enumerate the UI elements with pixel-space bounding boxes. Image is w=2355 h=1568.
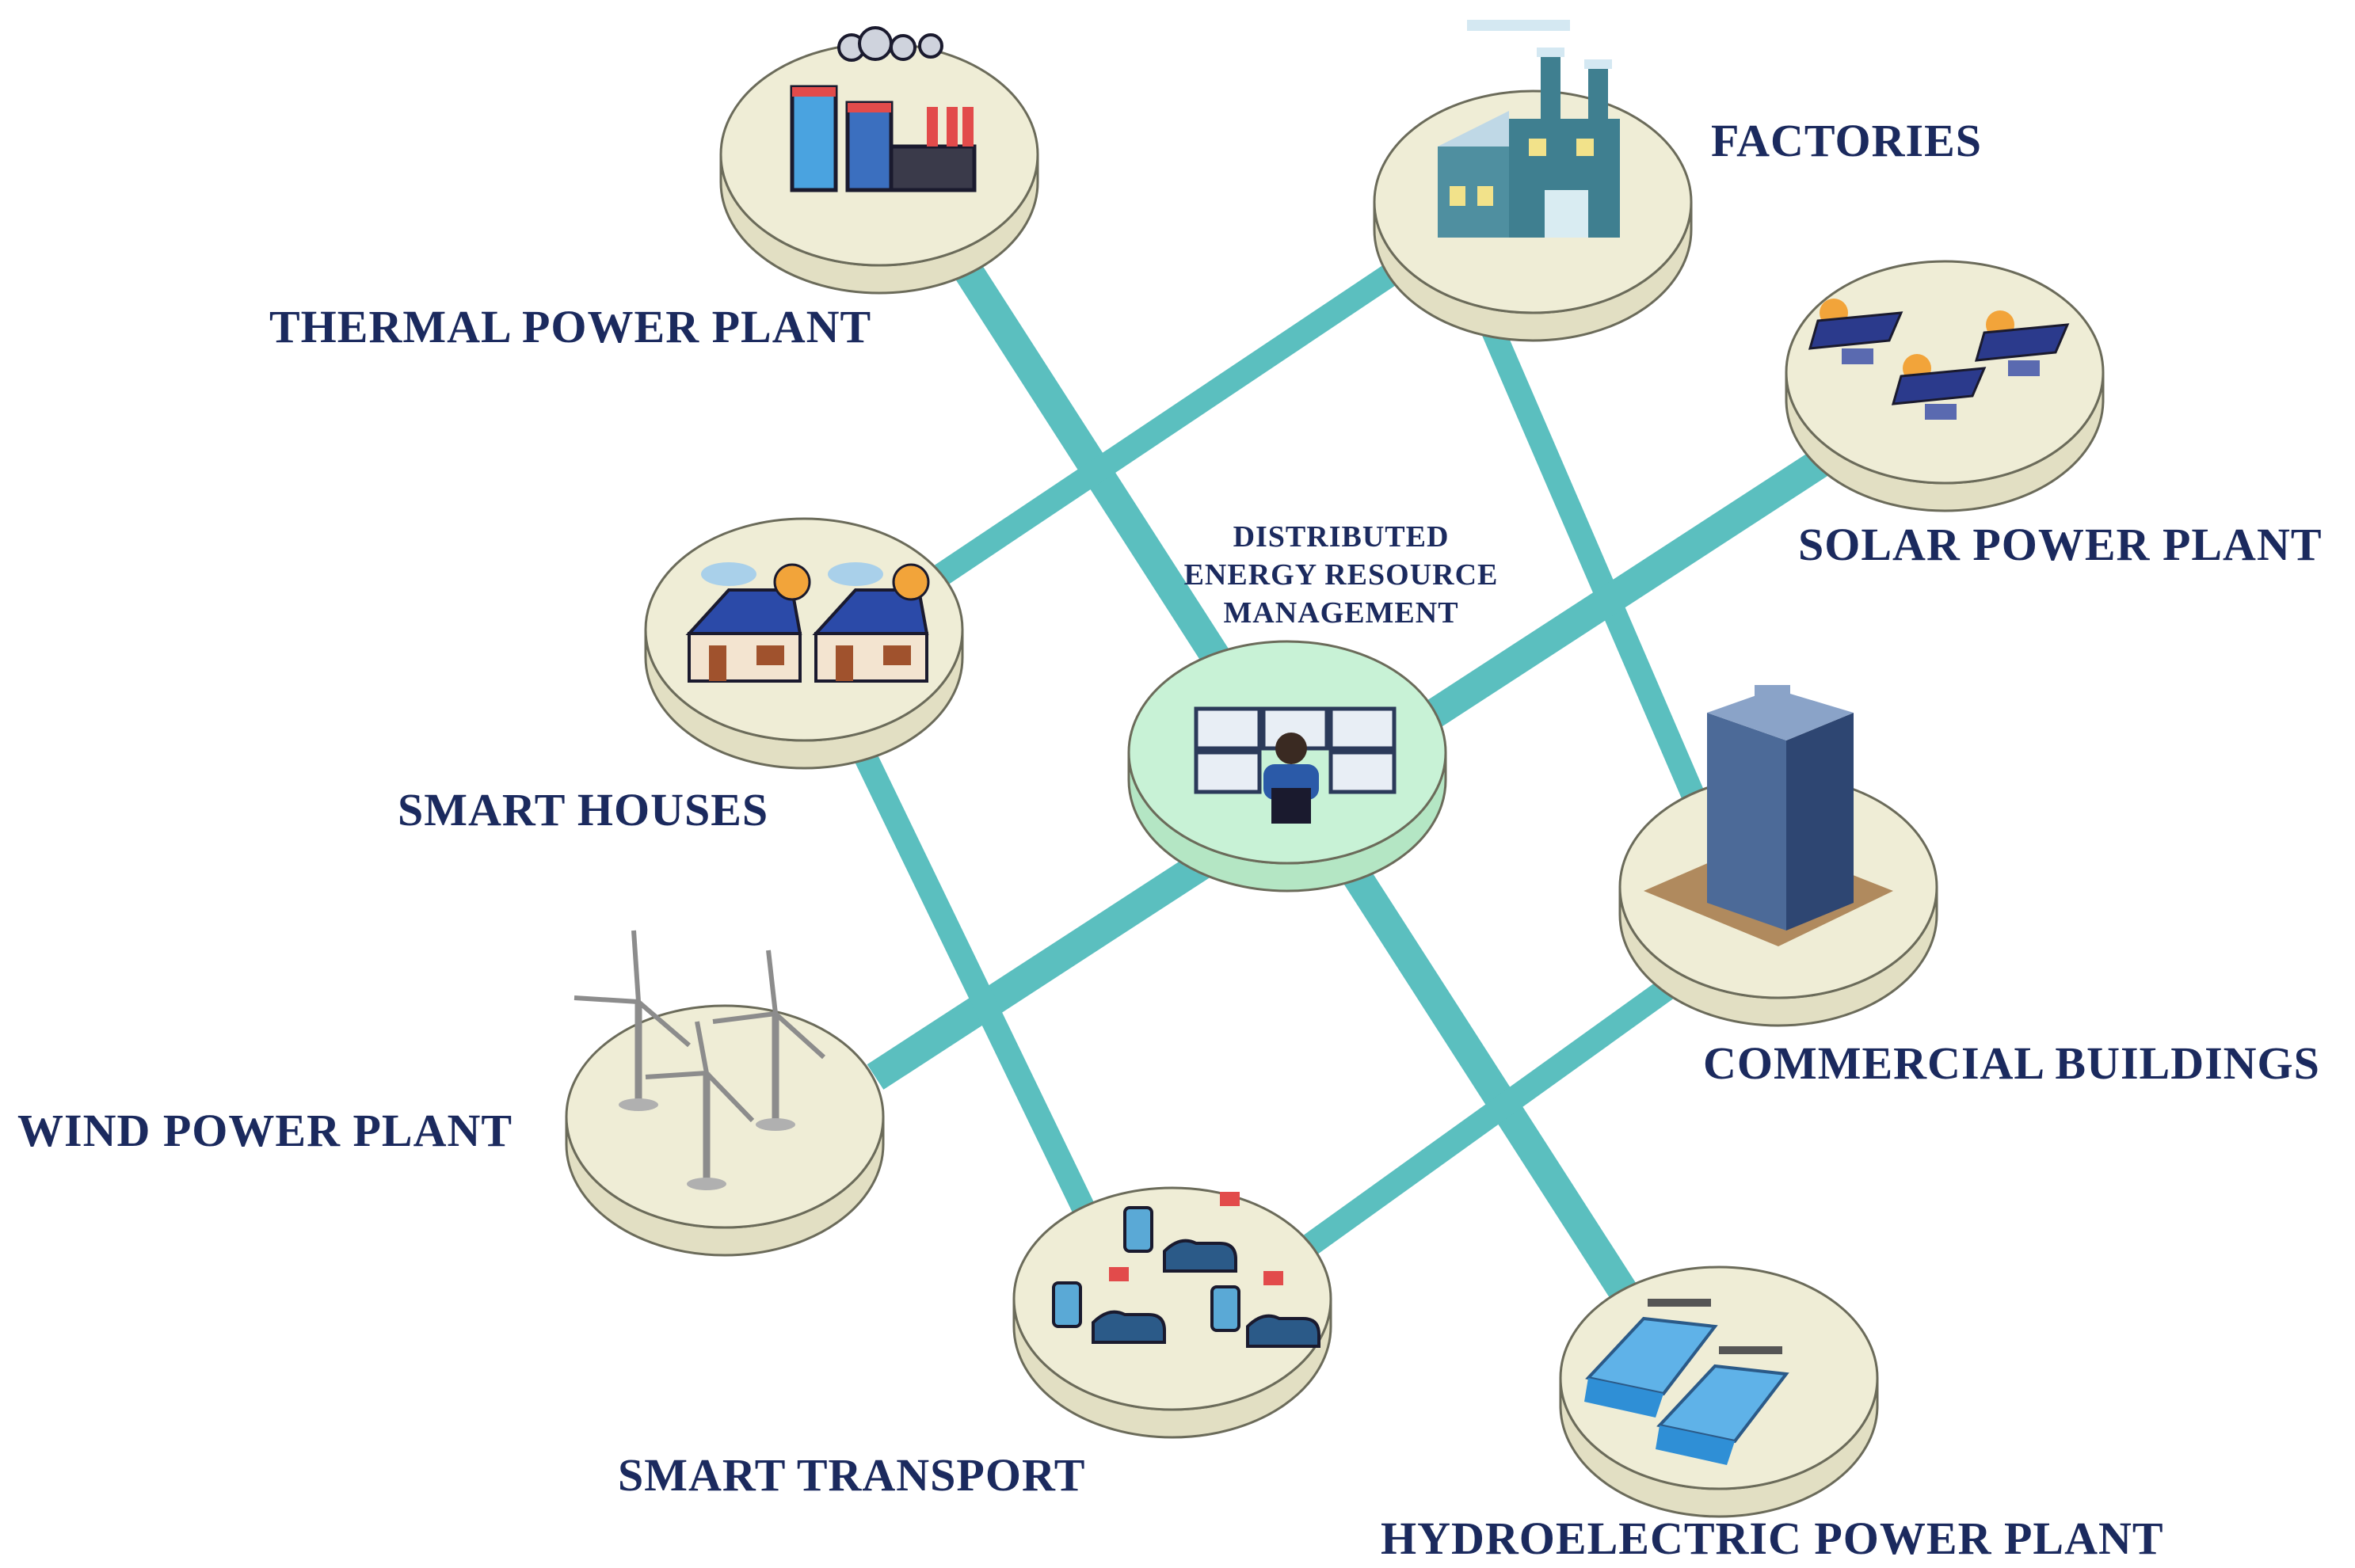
label-factories: FACTORIES bbox=[1711, 115, 1982, 166]
node-solar bbox=[1785, 260, 2105, 512]
label-wind: WIND POWER PLANT bbox=[17, 1105, 513, 1156]
control-room-operator-icon bbox=[1194, 706, 1397, 824]
center-label-line-3: MANAGEMENT bbox=[1223, 596, 1458, 630]
link-commercial-transport bbox=[1300, 964, 1694, 1258]
center-label-line-1: DISTRIBUTED bbox=[1233, 520, 1450, 554]
office-tower-icon bbox=[1644, 685, 1893, 946]
node-hydro bbox=[1559, 1265, 1879, 1518]
hydro-dam-icon bbox=[1584, 1299, 1789, 1465]
label-solar: SOLAR POWER PLANT bbox=[1798, 519, 2323, 570]
link-houses-transport bbox=[848, 739, 1096, 1217]
factory-icon bbox=[1438, 20, 1620, 238]
label-commercial: COMMERCIAL BUILDINGS bbox=[1703, 1037, 2320, 1089]
label-hydro: HYDROELECTRIC POWER PLANT bbox=[1381, 1513, 2164, 1564]
wind-turbine-icon bbox=[574, 930, 826, 1190]
smart-house-icon bbox=[685, 562, 930, 683]
label-transport: SMART TRANSPORT bbox=[618, 1449, 1086, 1501]
solar-panel-icon bbox=[1808, 299, 2070, 420]
node-houses bbox=[644, 517, 964, 770]
node-factories bbox=[1373, 20, 1693, 342]
node-labels: THERMAL POWER PLANT FACTORIES SOLAR POWE… bbox=[17, 115, 2323, 1564]
label-houses: SMART HOUSES bbox=[398, 784, 768, 835]
link-factories-houses bbox=[912, 251, 1417, 600]
ev-charging-icon bbox=[1052, 1192, 1320, 1348]
link-factories-commercial bbox=[1474, 308, 1706, 805]
node-transport bbox=[1012, 1186, 1332, 1439]
node-thermal bbox=[719, 26, 1039, 295]
center-label-line-2: ENERGY RESOURCE bbox=[1184, 558, 1499, 592]
node-center-derms bbox=[1127, 640, 1447, 892]
node-wind bbox=[565, 930, 885, 1257]
label-thermal: THERMAL POWER PLANT bbox=[269, 301, 871, 352]
thermal-plant-icon bbox=[790, 26, 977, 192]
node-commercial bbox=[1618, 685, 1938, 1027]
